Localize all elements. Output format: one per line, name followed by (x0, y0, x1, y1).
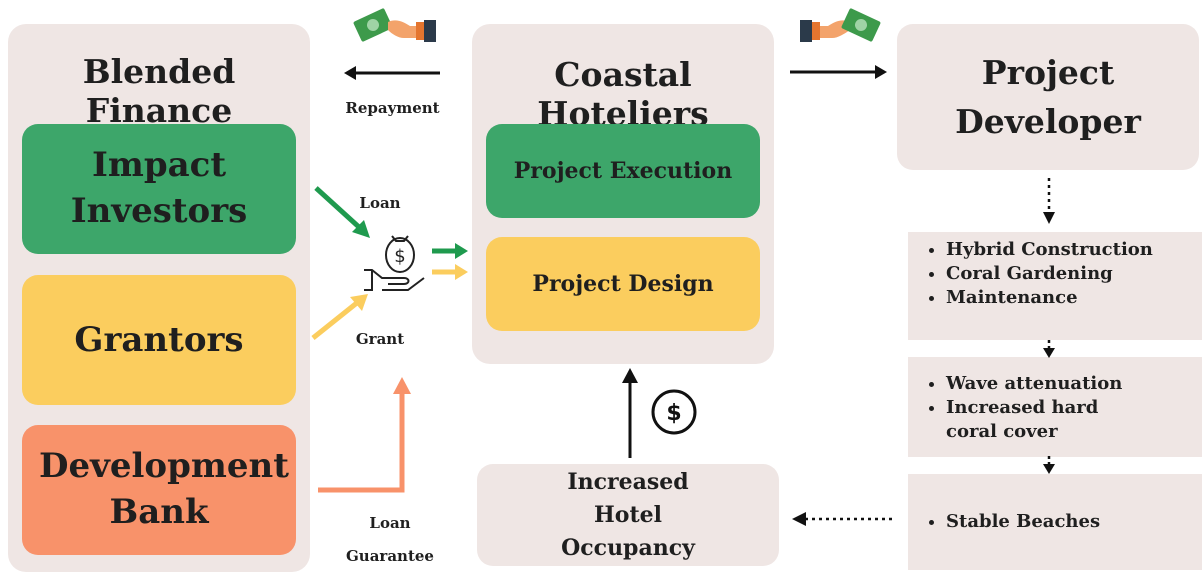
loan-guarantee-arrow (318, 377, 411, 493)
dotted-arrow-developer-to-activities (1043, 178, 1055, 224)
project-execution-label: Project Execution (513, 158, 733, 184)
outcome-item: Wave attenuation (946, 372, 1202, 396)
impact-investors-box: Impact Investors (22, 124, 296, 254)
activities-list: Hybrid Construction Coral Gardening Main… (908, 232, 1202, 340)
dotted-arrow-result-to-occupancy (792, 512, 892, 526)
revenue-arrow (622, 368, 638, 458)
development-bank-box: Development Bank (22, 425, 296, 555)
project-developer-box: Project Developer (897, 24, 1199, 170)
outcomes-list: Wave attenuation Increased hard coral co… (908, 357, 1202, 457)
grantors-label: Grantors (74, 320, 244, 360)
grant-arrow (311, 294, 368, 340)
cash-hand-icon (800, 8, 881, 42)
activity-item: Hybrid Construction (946, 238, 1202, 262)
project-developer-label: Project Developer (955, 52, 1141, 142)
svg-text:$: $ (394, 246, 405, 267)
activity-item: Coral Gardening (946, 262, 1202, 286)
impact-investors-label: Impact Investors (70, 145, 248, 231)
loan-guarantee-label-1: Loan (369, 514, 411, 532)
project-execution-box: Project Execution (486, 124, 760, 218)
project-design-label: Project Design (532, 271, 714, 297)
execution-small-arrow (432, 243, 468, 259)
development-bank-label: Development Bank (39, 446, 289, 532)
dotted-arrow-outcomes-to-result (1043, 456, 1055, 474)
outcome-item: Increased hard coral cover (946, 396, 1146, 444)
increased-hotel-occupancy-label: Increased Hotel Occupancy (561, 468, 695, 561)
payment-to-developer-arrow (790, 65, 887, 79)
grantors-box: Grantors (22, 275, 296, 405)
repayment-arrow (344, 66, 440, 80)
loan-arrow (314, 186, 370, 238)
money-hand-icon: $ (364, 235, 425, 291)
repayment-label: Repayment (345, 99, 440, 117)
project-design-box: Project Design (486, 237, 760, 331)
design-small-arrow (432, 264, 468, 280)
blended-finance-title: Blended Finance (82, 52, 236, 130)
result-item: Stable Beaches (946, 510, 1202, 534)
dollar-circle-icon: $ (651, 389, 697, 435)
result-list: Stable Beaches (908, 474, 1202, 570)
cash-hand-icon (353, 8, 436, 42)
svg-text:$: $ (666, 401, 681, 426)
loan-guarantee-label-2: Guarantee (346, 547, 434, 565)
increased-hotel-occupancy-box: Increased Hotel Occupancy (477, 464, 779, 566)
loan-label: Loan (359, 194, 401, 212)
activity-item: Maintenance (946, 286, 1202, 310)
grant-label: Grant (355, 330, 405, 348)
dotted-arrow-activities-to-outcomes (1043, 340, 1055, 358)
